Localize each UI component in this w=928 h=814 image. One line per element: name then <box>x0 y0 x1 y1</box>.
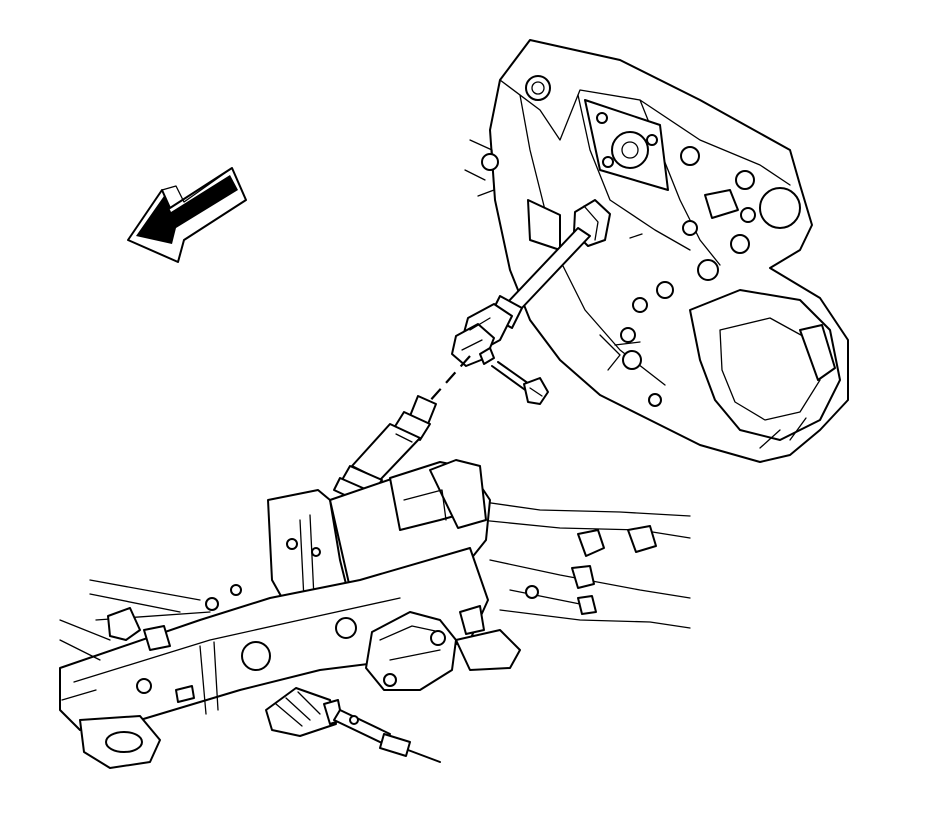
dash-panel-bulkhead <box>464 39 849 463</box>
tie-rod <box>333 709 441 763</box>
steering-universal-joint <box>451 303 513 367</box>
front-direction-arrow-icon <box>127 167 247 263</box>
alignment-dashed-line <box>419 355 471 413</box>
bolt-icon <box>491 361 549 405</box>
steering-gear-boot <box>265 687 343 737</box>
frame-cradle-crossmember <box>59 459 691 769</box>
